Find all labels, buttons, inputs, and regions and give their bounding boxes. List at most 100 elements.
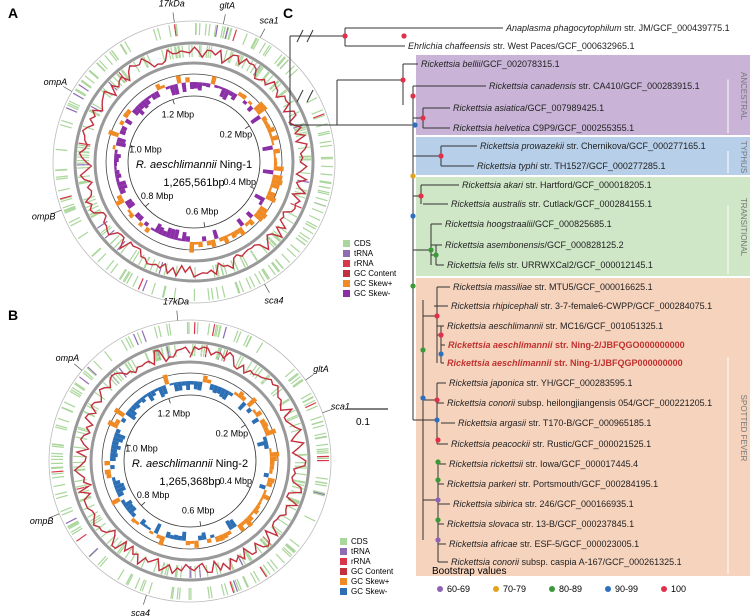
taxon-label: Rickettsia hoogstraalii/GCF_000825685.1: [445, 219, 612, 229]
taxon-label: Rickettsia helvetica C9P9/GCF_000255355.…: [453, 123, 634, 133]
strain-name: Ning-2: [216, 458, 248, 470]
gc-skew-negative: [181, 381, 187, 386]
feature-tick: [141, 580, 147, 592]
taxon-accession: str. Chernikova/GCF_000277165.1: [564, 141, 706, 151]
feature-tick: [79, 376, 90, 385]
feature-tick: [75, 88, 87, 96]
legend-swatch: [340, 538, 347, 545]
feature-tick: [77, 151, 90, 154]
feature-tick: [121, 69, 131, 80]
feature-tick: [151, 282, 156, 295]
gc-skew-negative: [214, 84, 219, 89]
gc-skew-negative: [221, 389, 230, 401]
taxon-species: Rickettsia bellii: [421, 59, 482, 69]
feature-tick: [142, 56, 150, 68]
gc-skew-negative: [165, 85, 171, 90]
feature-tick: [314, 202, 326, 208]
feature-tick: [284, 368, 295, 378]
feature-tick: [55, 424, 68, 429]
feature-tick: [288, 110, 300, 118]
gc-skew-negative: [146, 526, 152, 531]
feature-tick: [287, 372, 299, 382]
bootstrap-node: [410, 213, 416, 219]
feature-tick: [102, 382, 113, 391]
feature-tick: [120, 243, 129, 254]
feature-tick: [74, 89, 86, 97]
feature-tick: [77, 428, 90, 433]
feature-tick: [87, 402, 99, 410]
gc-skew-positive: [265, 194, 277, 203]
legend-swatch: [343, 270, 350, 277]
feature-tick: [302, 227, 314, 235]
feature-tick: [104, 350, 113, 362]
gc-skew-positive: [249, 511, 254, 517]
bootstrap-legend-label: 60-69: [447, 584, 470, 594]
bootstrap-legend-dot: [437, 586, 443, 592]
feature-tick: [293, 480, 306, 484]
outer-ring: [48, 319, 332, 603]
gene-leader: [176, 310, 179, 321]
feature-tick: [77, 489, 90, 494]
scale-tick-label: 1.2 Mbp: [158, 409, 191, 419]
clade-box-typhus: [416, 137, 750, 175]
feature-tick: [213, 24, 217, 37]
feature-tick: [93, 360, 103, 370]
feature-tick: [316, 451, 329, 454]
panel-c-letter: C: [283, 5, 293, 21]
feature-tick: [171, 586, 175, 599]
taxon-species: Anaplasma phagocytophilum: [505, 23, 622, 33]
feature-tick: [124, 548, 133, 559]
feature-tick: [311, 420, 324, 426]
feature-tick: [213, 324, 218, 337]
feature-tick: [122, 270, 130, 282]
feature-tick: [119, 43, 128, 55]
bootstrap-node: [434, 417, 440, 423]
feature-tick: [306, 220, 318, 228]
gc-skew-negative: [216, 386, 223, 395]
gc-skew-negative: [114, 149, 118, 154]
taxon-species: Rickettsia conorii: [447, 398, 516, 408]
taxon-label: Rickettsia canadensis str. CA410/GCF_000…: [489, 81, 700, 91]
gene-label-17kda: 17kDa: [163, 297, 189, 307]
gene-leader: [74, 363, 83, 371]
gc-skew-negative: [245, 210, 254, 219]
feature-tick: [297, 234, 309, 243]
genome-title-ning-2: R. aeschlimannii Ning-2: [132, 458, 248, 470]
feature-tick: [163, 263, 168, 276]
feature-tick: [204, 23, 207, 36]
gc-skew-negative: [115, 486, 127, 494]
gc-skew-negative: [222, 88, 231, 101]
feature-tick: [196, 322, 199, 335]
gene-leader: [63, 86, 73, 92]
feature-tick: [245, 361, 253, 373]
feature-tick: [216, 347, 221, 360]
feature-tick: [244, 550, 253, 561]
feature-tick: [310, 415, 322, 421]
gc-skew-negative: [153, 523, 162, 535]
feature-tick: [266, 236, 277, 247]
feature-tick: [120, 43, 128, 55]
gc-skew-negative: [263, 472, 270, 478]
gc-skew-positive: [104, 469, 111, 475]
bootstrap-node: [428, 247, 434, 253]
gc-skew-positive: [130, 517, 137, 524]
feature-tick: [61, 509, 74, 516]
bootstrap-node: [435, 517, 441, 523]
feature-tick: [223, 49, 228, 62]
feature-tick: [221, 285, 226, 298]
feature-tick: [312, 424, 325, 429]
scale-tick: [168, 398, 171, 404]
feature-tick: [63, 205, 76, 212]
legend-label: GC Content: [354, 269, 397, 278]
gc-skew-positive: [240, 520, 246, 526]
feature-tick: [76, 485, 89, 490]
feature-tick: [51, 470, 64, 473]
scale-tick: [129, 145, 136, 148]
gc-skew-negative: [136, 398, 142, 405]
feature-tick: [110, 235, 120, 245]
gc-skew-negative: [185, 381, 190, 391]
gc-skew-negative: [258, 200, 264, 206]
feature-tick: [239, 553, 246, 565]
taxon-label: Rickettsia parkeri str. Portsmouth/GCF_0…: [447, 479, 658, 489]
